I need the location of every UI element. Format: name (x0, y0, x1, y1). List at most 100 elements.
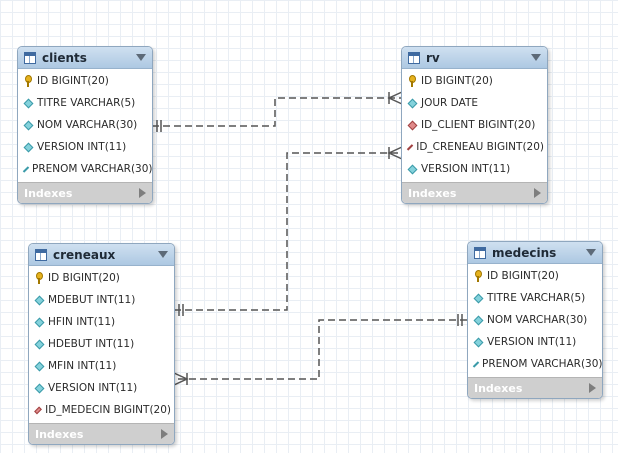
relationship-clients-rv[interactable] (152, 91, 403, 132)
entity-medecins[interactable]: medecins ID BIGINT(20) TITRE VARCHAR(5) NO… (467, 241, 603, 399)
expand-arrow-icon[interactable] (534, 188, 541, 198)
column-row[interactable]: ID BIGINT(20) (402, 70, 547, 92)
red-diamond-icon (407, 120, 418, 130)
column-label: TITRE VARCHAR(5) (487, 292, 586, 304)
relationship-medecins-creneaux[interactable] (173, 314, 467, 386)
indexes-section[interactable]: Indexes (468, 377, 602, 398)
expand-arrow-icon[interactable] (161, 429, 168, 439)
entity-header[interactable]: rv (402, 47, 547, 69)
entity-title: rv (426, 50, 440, 65)
cyan-diamond-icon (22, 165, 30, 173)
red-diamond-icon (406, 143, 414, 151)
indexes-label: Indexes (474, 381, 523, 395)
column-label: ID BIGINT(20) (37, 75, 109, 87)
column-row[interactable]: NOM VARCHAR(30) (468, 309, 602, 331)
indexes-section[interactable]: Indexes (402, 182, 547, 203)
expand-arrow-icon[interactable] (589, 383, 596, 393)
column-row[interactable]: ID_CRENEAU BIGINT(20) (402, 136, 547, 158)
column-row[interactable]: ID_MEDECIN BIGINT(20) (29, 399, 174, 421)
collapse-arrow-icon[interactable] (136, 54, 146, 61)
table-icon (24, 51, 36, 64)
column-row[interactable]: ID BIGINT(20) (29, 267, 174, 289)
column-label: VERSION INT(11) (48, 382, 138, 394)
column-row[interactable]: ID BIGINT(20) (18, 70, 152, 92)
column-list: ID BIGINT(20) JOUR DATE ID_CLIENT BIGINT(2… (402, 69, 547, 182)
collapse-arrow-icon[interactable] (586, 249, 596, 256)
column-label: JOUR DATE (421, 97, 478, 109)
column-row[interactable]: HDEBUT INT(11) (29, 333, 174, 355)
cyan-diamond-icon (407, 98, 418, 108)
column-label: HDEBUT INT(11) (48, 338, 135, 350)
key-icon (23, 75, 33, 87)
entity-rv[interactable]: rv ID BIGINT(20) JOUR DATE ID_CLIENT BIGIN… (401, 46, 548, 204)
column-label: ID BIGINT(20) (48, 272, 120, 284)
column-label: NOM VARCHAR(30) (37, 119, 138, 131)
column-row[interactable]: VERSION INT(11) (18, 136, 152, 158)
indexes-section[interactable]: Indexes (18, 182, 152, 203)
column-row[interactable]: TITRE VARCHAR(5) (18, 92, 152, 114)
column-list: ID BIGINT(20) TITRE VARCHAR(5) NOM VARCHAR… (468, 264, 602, 377)
cyan-diamond-icon (473, 337, 484, 347)
entity-title: medecins (492, 245, 557, 260)
key-icon (407, 75, 417, 87)
column-list: ID BIGINT(20) TITRE VARCHAR(5) NOM VARCHAR… (18, 69, 152, 182)
table-icon (35, 248, 47, 261)
column-label: MFIN INT(11) (48, 360, 117, 372)
column-row[interactable]: PRENOM VARCHAR(30) (18, 158, 152, 180)
entity-creneaux[interactable]: creneaux ID BIGINT(20) MDEBUT INT(11) HFIN… (28, 243, 175, 445)
entity-header[interactable]: medecins (468, 242, 602, 264)
column-label: NOM VARCHAR(30) (487, 314, 588, 326)
entity-header[interactable]: creneaux (29, 244, 174, 266)
column-label: HFIN INT(11) (48, 316, 116, 328)
cyan-diamond-icon (472, 360, 480, 368)
column-label: ID_CRENEAU BIGINT(20) (416, 141, 544, 153)
column-label: ID_MEDECIN BIGINT(20) (45, 404, 171, 416)
column-row[interactable]: HFIN INT(11) (29, 311, 174, 333)
column-row[interactable]: NOM VARCHAR(30) (18, 114, 152, 136)
cyan-diamond-icon (407, 164, 418, 174)
indexes-label: Indexes (408, 186, 457, 200)
column-label: VERSION INT(11) (37, 141, 127, 153)
column-row[interactable]: VERSION INT(11) (29, 377, 174, 399)
column-row[interactable]: PRENOM VARCHAR(30) (468, 353, 602, 375)
column-label: ID BIGINT(20) (421, 75, 493, 87)
column-row[interactable]: VERSION INT(11) (402, 158, 547, 180)
collapse-arrow-icon[interactable] (158, 251, 168, 258)
key-icon (34, 272, 44, 284)
cyan-diamond-icon (34, 383, 45, 393)
red-diamond-icon (34, 406, 43, 414)
entity-clients[interactable]: clients ID BIGINT(20) TITRE VARCHAR(5) NOM… (17, 46, 153, 204)
entity-title: creneaux (53, 247, 116, 262)
column-row[interactable]: MFIN INT(11) (29, 355, 174, 377)
column-row[interactable]: VERSION INT(11) (468, 331, 602, 353)
column-label: PRENOM VARCHAR(30) (482, 358, 603, 370)
indexes-section[interactable]: Indexes (29, 423, 174, 444)
collapse-arrow-icon[interactable] (531, 54, 541, 61)
entity-header[interactable]: clients (18, 47, 152, 69)
table-icon (474, 246, 486, 259)
column-label: TITRE VARCHAR(5) (37, 97, 136, 109)
column-row[interactable]: MDEBUT INT(11) (29, 289, 174, 311)
column-label: ID BIGINT(20) (487, 270, 559, 282)
column-label: ID_CLIENT BIGINT(20) (421, 119, 536, 131)
column-row[interactable]: JOUR DATE (402, 92, 547, 114)
relationship-creneaux-rv[interactable] (174, 146, 403, 316)
indexes-label: Indexes (24, 186, 73, 200)
key-icon (473, 270, 483, 282)
cyan-diamond-icon (34, 295, 45, 305)
column-row[interactable]: TITRE VARCHAR(5) (468, 287, 602, 309)
cyan-diamond-icon (473, 315, 484, 325)
column-label: PRENOM VARCHAR(30) (32, 163, 153, 175)
column-label: VERSION INT(11) (487, 336, 577, 348)
entity-title: clients (42, 50, 87, 65)
expand-arrow-icon[interactable] (139, 188, 146, 198)
column-row[interactable]: ID_CLIENT BIGINT(20) (402, 114, 547, 136)
column-list: ID BIGINT(20) MDEBUT INT(11) HFIN INT(11) H… (29, 266, 174, 423)
column-row[interactable]: ID BIGINT(20) (468, 265, 602, 287)
table-icon (408, 51, 420, 64)
cyan-diamond-icon (34, 317, 45, 327)
column-label: MDEBUT INT(11) (48, 294, 136, 306)
column-label: VERSION INT(11) (421, 163, 511, 175)
